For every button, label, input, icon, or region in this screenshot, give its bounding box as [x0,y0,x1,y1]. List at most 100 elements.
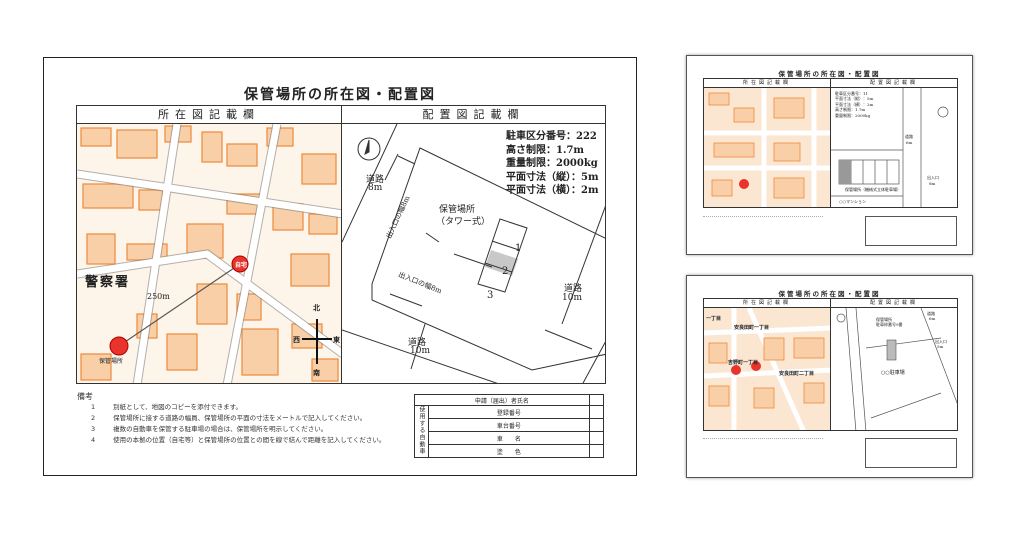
sample3-vehicle-table [865,438,957,468]
registration-field[interactable] [588,405,605,419]
sample2-vehicle-table [865,216,957,246]
sample3-map-header: 所在図記載欄 [704,299,830,308]
compass-north: 北 [313,303,320,312]
spec: 平面寸法（縦）：5m [835,96,874,102]
sample2-map [704,88,830,207]
home-label: 自宅 [235,262,248,269]
slot-3: 3 [487,290,494,301]
spec-width: 平面寸法（横）：2m [506,185,599,196]
spec: 駐車区分番号：11 [835,91,869,96]
storage-label: 保管場所 [439,205,476,215]
spec: 平面寸法（横）：2m [835,101,874,107]
entrance-width: 5m [937,344,944,349]
storage-number: 駐車枠番号9番 [876,322,903,327]
sample3-layout-panel: 配置図記載欄 保管場所 駐車枠番号9番 ○○駐車場 道路 6m 出入口 5m [830,298,958,431]
sample2-notes [703,216,823,246]
registration-label: 登録番号 [428,405,590,419]
sample2-title: 保管場所の所在図・配置図 [778,70,881,78]
slot-1: 1 [515,243,522,254]
form-title: 保管場所の所在図・配置図 [244,87,436,103]
entrance-label: 出入口 [935,339,947,344]
storage-marker [109,336,129,356]
road-right-label: 道路 [564,284,583,294]
map-label: 一丁目 [706,316,722,322]
compass-south: 南 [313,368,320,377]
map-label: 安良田町二丁目 [779,371,815,377]
sample3-title: 保管場所の所在図・配置図 [778,290,881,298]
note-text: 別紙として、地図のコピーを添付できます。 [113,403,242,411]
distance-line [118,263,241,347]
vehicle-group-label: 使用する自動車 [418,406,425,455]
road-label: 道路 [905,134,913,139]
storage-type: （タワー式） [436,217,491,227]
map-label: 安良田町一丁目 [734,325,770,331]
storage-label: 保管場所 [876,317,892,322]
sample3-layout [836,308,957,430]
note-num: 4 [91,436,96,444]
road-bottom-label: 道路 [408,338,427,348]
sample2-map-header: 所在図記載欄 [704,79,830,88]
lot-label: ○○駐車場 [881,370,905,376]
sample-form-3: 保管場所の所在図・配置図 所在図記載欄 一丁目 安良田町一丁目 吉野町一丁目 安… [686,275,973,478]
spec-length: 平面寸法（縦）：5m [506,171,599,183]
road-left-label: 道路 [366,175,385,185]
sample3-notes [703,438,823,468]
vehicle-table: 申請（届出）者氏名 使用する自動車登録番号 車台番号 車 名 塗 色 [414,394,605,458]
road-bottom-width: 10m [410,346,430,356]
note-text: 保管場所に接する道路の幅員、保管場所の平面の寸法をメートルで記入してください。 [113,414,367,422]
sample3-map [704,308,830,430]
compass-east: 東 [333,335,340,344]
applicant-field[interactable] [588,394,605,406]
applicant-label: 申請（届出）者氏名 [414,394,590,406]
compass-west: 西 [293,335,300,344]
car-name-label: 車 名 [428,431,590,445]
location-map [77,124,341,383]
parking-specs: 駐車区分番号：222 高さ制限：1.7m 重量制限：2000kg 平面寸法（縦）… [506,130,599,198]
sample2-layout [831,88,949,207]
spec: 高さ制限：1.7m [835,107,866,113]
note-text: 使用の本拠の位置（自宅等）と保管場所の位置との間を線で結んで距離を記入してくださ… [113,436,386,444]
chassis-field[interactable] [588,418,605,432]
color-field[interactable] [588,444,605,458]
distance-label: 250m [147,292,170,301]
home-marker [231,255,249,273]
sample2-layout-header: 配置図記載欄 [831,79,957,88]
spec-weight-limit: 重量制限：2000kg [506,158,598,169]
sample3-map-panel: 所在図記載欄 一丁目 安良田町一丁目 吉野町一丁目 安良田町二丁目 [703,298,831,431]
entrance-width: 8m [929,181,936,186]
sample2-map-panel: 所在図記載欄 [703,78,831,208]
location-map-panel: 所在図記載欄 警察署 250m [76,105,342,384]
police-label: 警察署 [85,275,131,290]
road-width: 6m [906,140,913,145]
road-right-width: 10m [562,293,582,303]
location-map-header: 所在図記載欄 [77,106,341,124]
spec-slot-number: 駐車区分番号：222 [506,131,597,142]
notes-title: 備考 [77,392,93,401]
storage-label: 保管場所（機械式立体駐車場） [845,187,901,192]
layout-panel: 配置図記載欄 駐車区分番号：222 高さ制限：1.7m 重量制限：2000kg … [341,105,606,384]
slot-2: 2 [502,266,509,277]
road-label: 道路 [927,311,935,316]
layout-header: 配置図記載欄 [342,106,605,124]
chassis-label: 車台番号 [428,418,590,432]
spec: 重量制限：2000kg [835,112,871,118]
car-name-field[interactable] [588,431,605,445]
storage-label: 保管場所 [99,358,124,365]
road-left-width: 8m [368,183,383,193]
spec-height-limit: 高さ制限：1.7m [506,144,584,156]
sample3-layout-header: 配置図記載欄 [831,299,957,308]
building-label: ○○マンション [839,199,866,204]
main-form: 保管場所の所在図・配置図 所在図記載欄 [43,57,637,476]
note-text: 複数の自動車を保管する駐車場の場合は、保管場所を明示してください。 [113,425,328,433]
color-label: 塗 色 [428,444,590,458]
storage-slot-highlight [485,250,518,276]
entrance-label: 出入口 [927,175,939,180]
note-item: 4 使用の本拠の位置（自宅等）と保管場所の位置との間を線で結んで距離を記入してくだ… [91,435,385,446]
road-width: 6m [929,316,936,321]
